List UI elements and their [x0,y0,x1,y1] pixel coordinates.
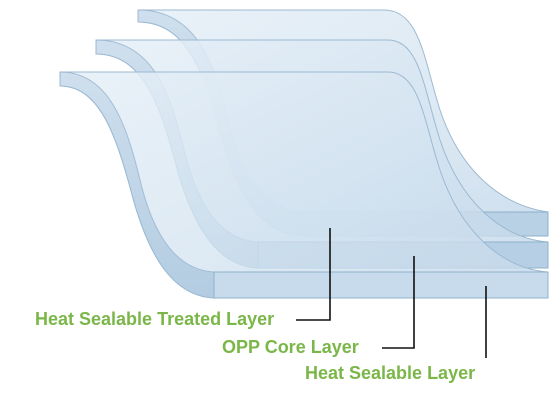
label-heat-sealable-layer: Heat Sealable Layer [305,363,476,383]
label-opp-core-layer: OPP Core Layer [222,337,359,357]
label-heat-sealable-treated-layer: Heat Sealable Treated Layer [35,309,275,329]
leader-line-treated [296,228,331,321]
leader-line-core [382,256,415,349]
layer-sealable-sheet [59,71,549,299]
